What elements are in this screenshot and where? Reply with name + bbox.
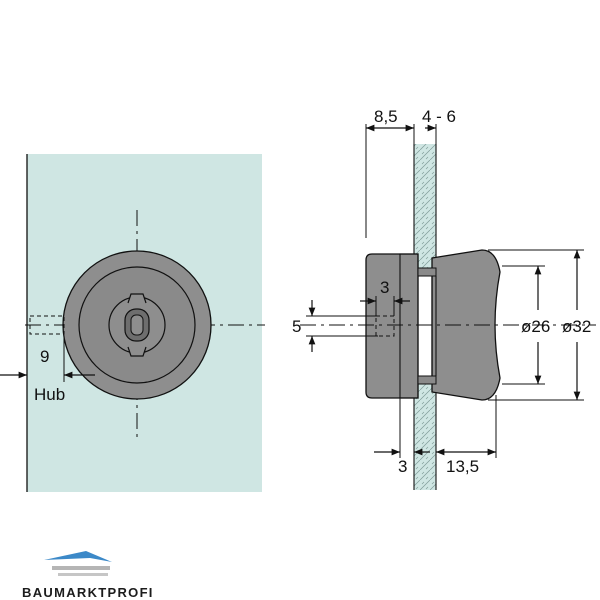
side-view: 5 3 8,5 4 - 6 ø26 ø32 3 13,5: [292, 107, 596, 490]
lock-housing: [365, 253, 419, 399]
glass-section-bottom: [414, 383, 436, 490]
logo-roof-icon: [44, 551, 112, 562]
cylinder-notch-top: [127, 293, 147, 304]
dim-bottom-left: 3: [398, 457, 407, 476]
dim-bottom-right: 13,5: [446, 457, 479, 476]
logo-bar-2: [58, 573, 108, 576]
travel-dimension-value: 9: [40, 347, 49, 366]
front-view: 9 Hub: [0, 154, 265, 492]
brand-logo: BAUMARKTPROFI: [22, 551, 154, 600]
dim-top-right: 4 - 6: [422, 107, 456, 126]
ridge-bottom-band: [417, 375, 437, 385]
dim-top-left: 8,5: [374, 107, 398, 126]
travel-label: Hub: [34, 385, 65, 404]
bolt-hidden-outline: [29, 315, 65, 335]
ridge-left: [399, 253, 419, 399]
outer-diameter-value: ø32: [562, 317, 591, 336]
bolt-height-value: 5: [292, 317, 301, 336]
bolt-width-value: 3: [380, 278, 389, 297]
bolt-hidden: [375, 315, 395, 337]
inner-diameter-value: ø26: [521, 317, 550, 336]
logo-text: BAUMARKTPROFI: [22, 585, 154, 600]
key-slot-inner: [130, 314, 144, 336]
logo-bar-1: [52, 566, 110, 570]
cylinder-notch-bottom: [127, 346, 147, 357]
ridge-top-band: [417, 267, 437, 277]
glass-section-top: [414, 144, 436, 268]
